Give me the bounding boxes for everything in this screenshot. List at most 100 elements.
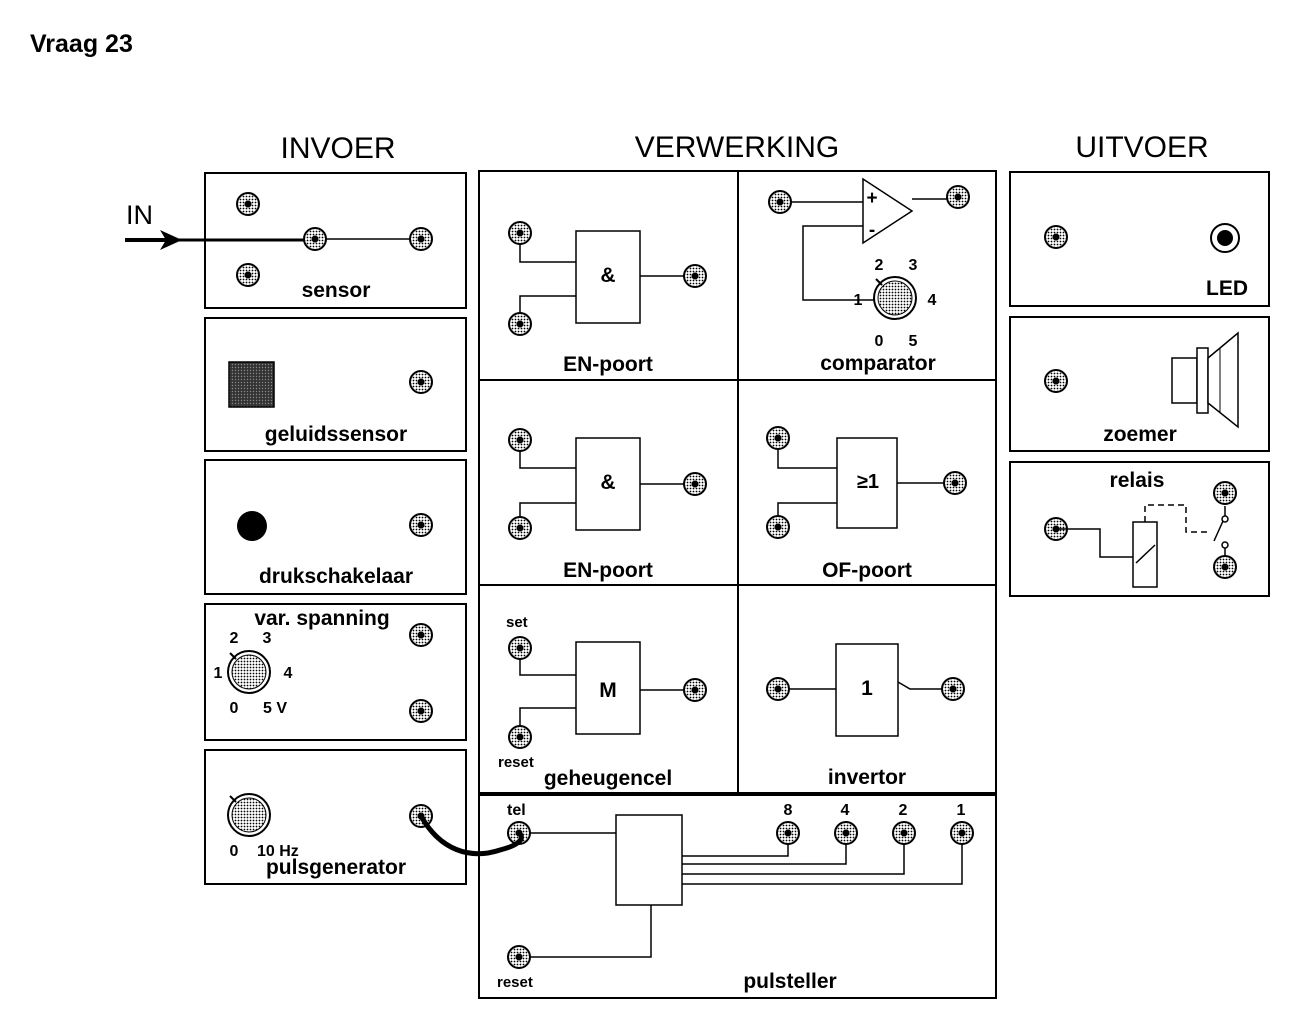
- dial-mark-4: 4: [928, 292, 937, 309]
- counter-count-label: tel: [507, 802, 526, 819]
- socket-icon[interactable]: [941, 677, 965, 701]
- memory-symbol: M: [599, 679, 617, 702]
- counter-label: pulsteller: [743, 970, 836, 993]
- socket-icon[interactable]: [409, 699, 433, 723]
- relay-label: relais: [1110, 469, 1165, 492]
- socket-icon[interactable]: [892, 821, 916, 845]
- push-switch-label: drukschakelaar: [259, 565, 413, 588]
- socket-icon[interactable]: [683, 678, 707, 702]
- memory-set-label: set: [506, 614, 528, 631]
- or-gate-panel: ≥1 OF-poort: [766, 426, 967, 582]
- push-button-icon[interactable]: [237, 511, 267, 541]
- switch-contact-icon: [1213, 506, 1229, 556]
- socket-icon[interactable]: [946, 185, 970, 209]
- or-gate-label: OF-poort: [822, 559, 912, 582]
- socket-icon[interactable]: [768, 190, 792, 214]
- dial-mark-1: 1: [214, 665, 223, 682]
- counter-panel: tel 8 4 2 1 reset pulsteller: [478, 794, 997, 999]
- and-gate-symbol: &: [600, 471, 615, 494]
- comparator-panel: + - 2 3 1 4 0 5 comparator: [768, 177, 970, 375]
- dial-icon[interactable]: [873, 276, 917, 320]
- memory-cell-panel: M set reset geheugencel: [498, 614, 707, 790]
- led-panel: LED: [1009, 171, 1270, 307]
- var-voltage-unit: 5 V: [263, 700, 287, 717]
- inverter-symbol: 1: [861, 677, 873, 700]
- socket-icon[interactable]: [508, 636, 532, 660]
- socket-icon[interactable]: [303, 227, 327, 251]
- socket-icon[interactable]: [766, 426, 790, 450]
- buzzer-panel: zoemer: [1009, 316, 1270, 452]
- memory-cell-label: geheugencel: [544, 767, 672, 790]
- socket-icon[interactable]: [1213, 481, 1237, 505]
- dial-mark-4: 4: [284, 665, 293, 682]
- socket-icon[interactable]: [834, 821, 858, 845]
- sensor-label: sensor: [302, 279, 371, 302]
- counter-reset-label: reset: [497, 974, 533, 991]
- and-gate-1-label: EN-poort: [563, 353, 653, 376]
- and-gate-2-label: EN-poort: [563, 559, 653, 582]
- dial-mark-3: 3: [909, 257, 918, 274]
- socket-icon[interactable]: [766, 515, 790, 539]
- var-voltage-panel: var. spanning 2 3 1 4 0 5 V: [204, 603, 467, 741]
- dial-icon[interactable]: [227, 650, 271, 694]
- socket-icon[interactable]: [943, 471, 967, 495]
- dial-mark-1: 1: [854, 292, 863, 309]
- memory-reset-label: reset: [498, 754, 534, 771]
- socket-icon[interactable]: [409, 370, 433, 394]
- dial-mark-0: 0: [875, 333, 884, 350]
- dial-mark-2: 2: [230, 630, 239, 647]
- dial-mark-0: 0: [230, 700, 239, 717]
- socket-icon[interactable]: [236, 263, 260, 287]
- socket-icon[interactable]: [236, 192, 260, 216]
- socket-icon[interactable]: [409, 513, 433, 537]
- section-processing-heading: VERWERKING: [635, 131, 839, 164]
- arrow-icon: [125, 230, 304, 250]
- socket-icon[interactable]: [508, 516, 532, 540]
- comparator-label: comparator: [820, 352, 936, 375]
- socket-icon[interactable]: [508, 312, 532, 336]
- led-icon: [1210, 223, 1240, 253]
- socket-icon[interactable]: [409, 227, 433, 251]
- socket-icon[interactable]: [950, 821, 974, 845]
- section-input-heading: INVOER: [280, 132, 395, 165]
- led-label: LED: [1206, 277, 1248, 300]
- comparator-plus: +: [866, 188, 877, 209]
- pulse-scale-max: 10 Hz: [257, 843, 299, 860]
- and-gate-symbol: &: [600, 264, 615, 287]
- socket-icon[interactable]: [1044, 225, 1068, 249]
- socket-icon[interactable]: [508, 725, 532, 749]
- socket-icon[interactable]: [766, 677, 790, 701]
- socket-icon[interactable]: [507, 945, 531, 969]
- socket-icon[interactable]: [1213, 555, 1237, 579]
- socket-icon[interactable]: [683, 264, 707, 288]
- dial-mark-2: 2: [875, 257, 884, 274]
- sound-sensor-label: geluidssensor: [265, 423, 407, 446]
- socket-icon[interactable]: [508, 428, 532, 452]
- speaker-icon: [1171, 331, 1239, 429]
- socket-icon[interactable]: [1044, 369, 1068, 393]
- question-title: Vraag 23: [30, 30, 133, 58]
- connection-cable: [418, 813, 524, 857]
- buzzer-label: zoemer: [1103, 423, 1177, 446]
- counter-output-4: 4: [841, 802, 850, 819]
- inverter-panel: 1 invertor: [766, 643, 965, 789]
- and-gate-1-panel: & EN-poort: [508, 221, 707, 376]
- square-sensor-icon: [228, 361, 275, 408]
- section-output-heading: UITVOER: [1075, 131, 1208, 164]
- dial-mark-3: 3: [263, 630, 272, 647]
- socket-icon[interactable]: [508, 221, 532, 245]
- socket-icon[interactable]: [776, 821, 800, 845]
- socket-icon[interactable]: [409, 623, 433, 647]
- push-switch-panel: drukschakelaar: [204, 459, 467, 595]
- counter-output-2: 2: [899, 802, 908, 819]
- counter-output-1: 1: [957, 802, 966, 819]
- comparator-minus: -: [869, 220, 875, 241]
- relay-panel: relais: [1009, 461, 1270, 597]
- socket-icon[interactable]: [683, 472, 707, 496]
- dial-icon[interactable]: [227, 793, 271, 837]
- or-gate-symbol: ≥1: [857, 471, 879, 493]
- in-label: IN: [126, 200, 153, 230]
- and-gate-2-panel: & EN-poort: [508, 428, 707, 582]
- counter-output-8: 8: [784, 802, 793, 819]
